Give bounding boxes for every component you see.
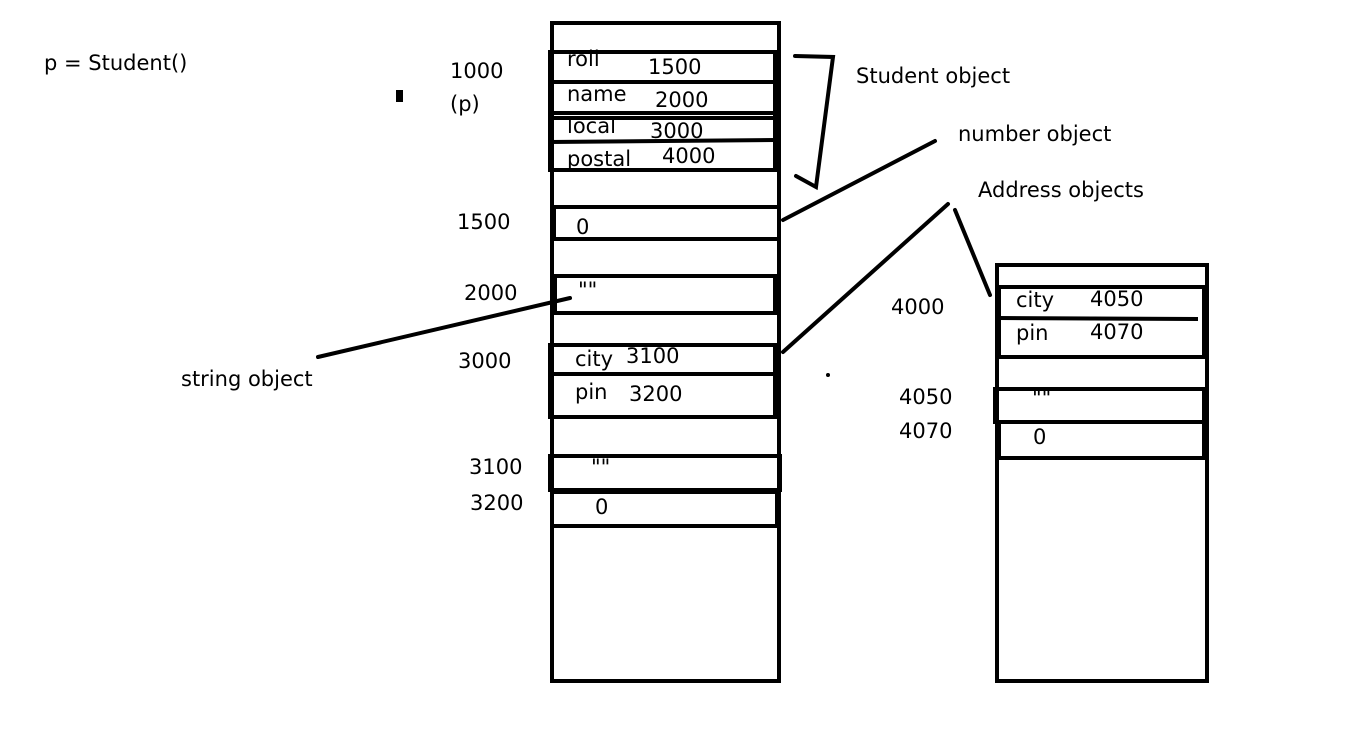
- address-4000-city-field: city: [1016, 288, 1054, 312]
- name-value: 2000: [655, 88, 708, 112]
- address-4000-city-value: 4050: [1090, 287, 1143, 311]
- number-object-3200-value: 0: [595, 495, 608, 519]
- address-4070: 4070: [899, 419, 952, 443]
- address-object-4000-divider: [998, 316, 1199, 321]
- address-3100: 3100: [469, 455, 522, 479]
- annotation-strokes: [316, 54, 992, 359]
- address-4050: 4050: [899, 385, 952, 409]
- statement-text: p = Student(): [44, 51, 187, 75]
- string-object-4050-box: [993, 387, 1206, 424]
- string-object-3100-value: "": [591, 455, 610, 479]
- address-object-3000-box: [548, 343, 777, 419]
- address-4000: 4000: [891, 295, 944, 319]
- number-object-label: number object: [958, 122, 1111, 146]
- address-2000: 2000: [464, 281, 517, 305]
- number-object-3200-box: [550, 490, 779, 528]
- student-row-divider-4: [549, 138, 776, 144]
- address-4000-pin-value: 4070: [1090, 320, 1143, 344]
- stray-dot: [826, 373, 830, 377]
- address-3000-pin-value: 3200: [629, 382, 682, 406]
- number-object-1500-value: 0: [576, 215, 589, 239]
- number-object-pointer: [781, 139, 937, 222]
- right-memory-outline: [995, 263, 1209, 683]
- student-object: [548, 50, 777, 172]
- address-3000: 3000: [458, 349, 511, 373]
- number-object-4070-box: [997, 420, 1206, 460]
- postal-field: postal: [567, 147, 631, 171]
- address-3000-city-field: city: [575, 347, 613, 371]
- p-label: (p): [450, 92, 480, 116]
- stray-mark: [396, 90, 403, 102]
- string-object-pointer: [316, 296, 572, 359]
- string-object-2000-value: "": [578, 278, 597, 302]
- address-3000-pin-field: pin: [575, 380, 607, 404]
- address-3000-city-value: 3100: [626, 344, 679, 368]
- address-1500: 1500: [457, 210, 510, 234]
- local-value: 3000: [650, 119, 703, 143]
- string-object-2000-box: [553, 274, 777, 315]
- student-object-label: Student object: [856, 64, 1010, 88]
- address-object-3000: [548, 343, 777, 419]
- postal-value: 4000: [662, 144, 715, 168]
- string-object-3100-box: [548, 454, 782, 492]
- address-objects-pointer-left: [781, 202, 950, 354]
- address-objects-label: Address objects: [978, 178, 1144, 202]
- number-object-4070-value: 0: [1033, 425, 1046, 449]
- roll-field: roll: [567, 47, 600, 71]
- roll-value: 1500: [648, 55, 701, 79]
- right-memory-column: [993, 263, 1209, 683]
- student-object-bracket: [793, 54, 836, 191]
- string-object-4050-value: "": [1032, 386, 1051, 410]
- address-object-4000-box: [997, 285, 1206, 359]
- address-1000: 1000: [450, 59, 503, 83]
- number-object-1500-box: [552, 205, 781, 241]
- address-4000-pin-field: pin: [1016, 321, 1048, 345]
- local-field: local: [567, 114, 616, 138]
- address-objects-pointer-right: [953, 208, 992, 297]
- address-3200: 3200: [470, 491, 523, 515]
- name-field: name: [567, 82, 627, 106]
- string-object-label: string object: [181, 367, 313, 391]
